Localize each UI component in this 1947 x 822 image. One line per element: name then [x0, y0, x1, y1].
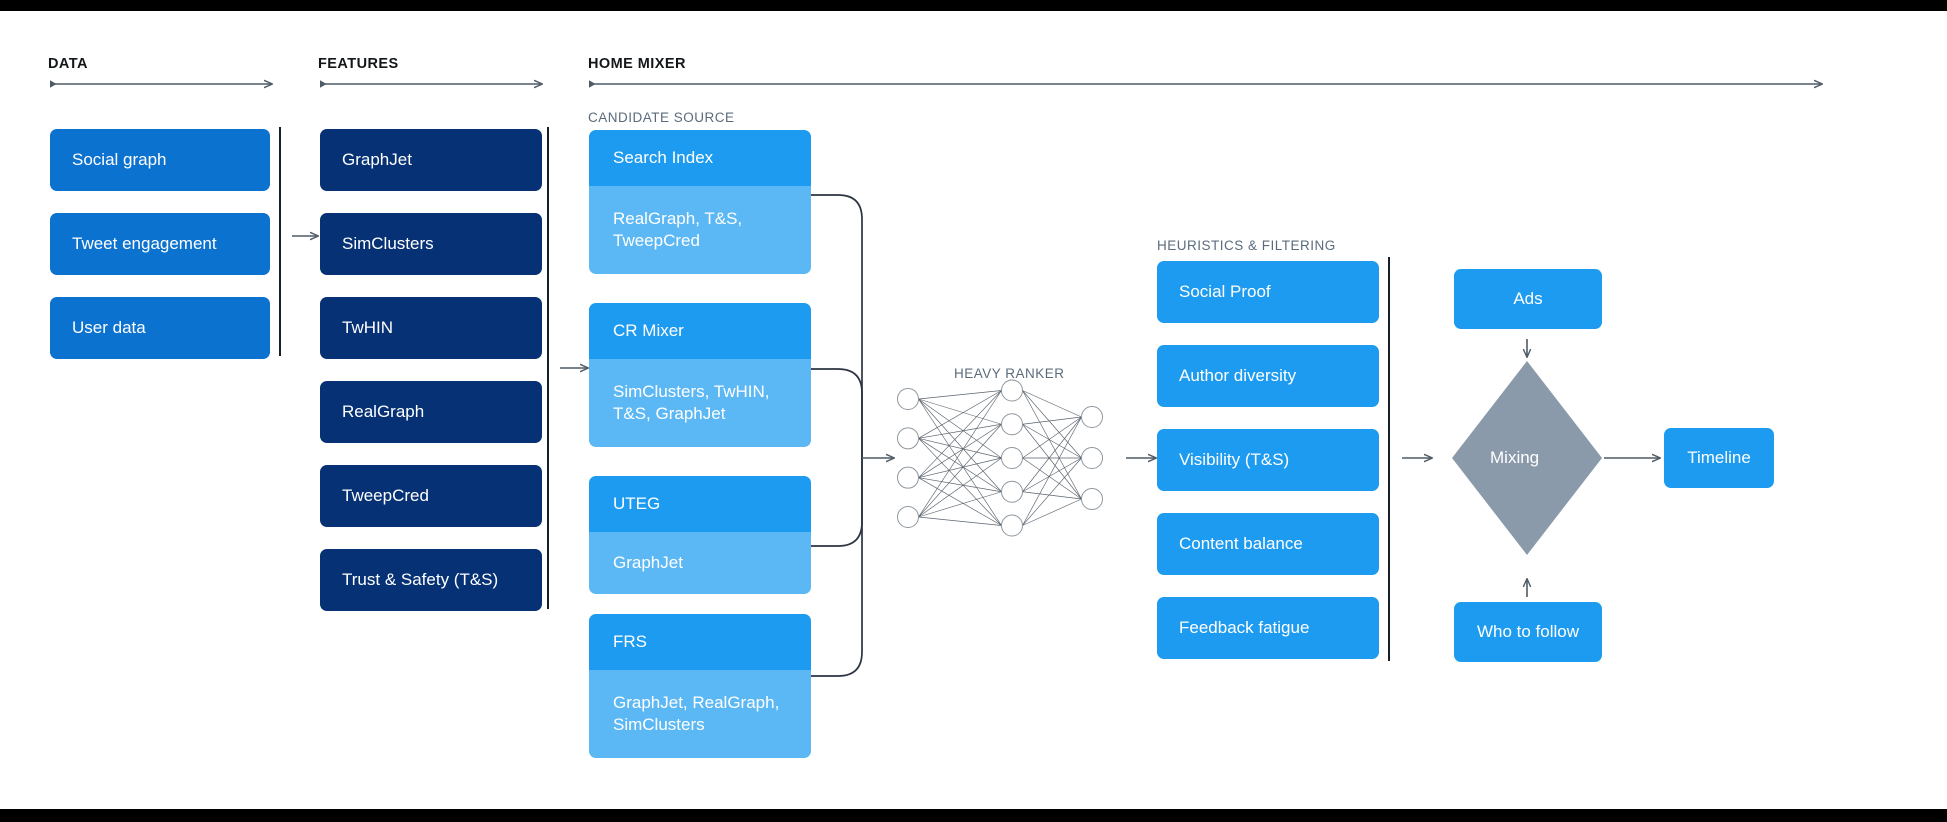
candidate-source-search-index[interactable]: Search Index RealGraph, T&S, TweepCred: [589, 130, 811, 274]
candidate-source-uteg[interactable]: UTEG GraphJet: [589, 476, 811, 594]
feature-box-trust-safety[interactable]: Trust & Safety (T&S): [320, 549, 542, 611]
heuristic-box-feedback-fatigue[interactable]: Feedback fatigue: [1157, 597, 1379, 659]
candidate-source-title: UTEG: [589, 476, 811, 532]
candidate-source-features: GraphJet, RealGraph, SimClusters: [589, 670, 811, 758]
section-title-home-mixer: HOME MIXER: [588, 56, 686, 72]
section-subtitle-candidate-source: CANDIDATE SOURCE: [588, 110, 735, 125]
mixing-label: Mixing: [1490, 448, 1540, 467]
connector-layer: [50, 11, 1947, 677]
data-box-user-data[interactable]: User data: [50, 297, 270, 359]
neural-node-l1-0: [1001, 379, 1023, 402]
section-subtitle-heuristics: HEURISTICS & FILTERING: [1157, 238, 1336, 253]
neural-node-l1-2: [1001, 447, 1023, 469]
neural-node-l2-2: [1081, 488, 1103, 510]
candidate-source-cr-mixer[interactable]: CR Mixer SimClusters, TwHIN, T&S, GraphJ…: [589, 303, 811, 447]
candidate-source-frs[interactable]: FRS GraphJet, RealGraph, SimClusters: [589, 614, 811, 758]
candidate-source-features: RealGraph, T&S, TweepCred: [589, 186, 811, 274]
neural-node-l1-1: [1001, 413, 1023, 436]
heuristic-box-visibility[interactable]: Visibility (T&S): [1157, 429, 1379, 491]
data-box-tweet-engagement[interactable]: Tweet engagement: [50, 213, 270, 275]
timeline-box[interactable]: Timeline: [1664, 428, 1774, 488]
section-title-data: DATA: [48, 56, 88, 72]
letterbox-bottom: [0, 809, 1947, 822]
neural-node-l0-1: [897, 427, 919, 450]
feature-box-realgraph[interactable]: RealGraph: [320, 381, 542, 443]
diagram-canvas: DATA FEATURES HOME MIXER CANDIDATE SOURC…: [0, 11, 1947, 809]
feature-box-simclusters[interactable]: SimClusters: [320, 213, 542, 275]
neural-node-l1-3: [1001, 480, 1023, 503]
neural-node-l0-3: [897, 506, 919, 528]
heuristic-box-content-balance[interactable]: Content balance: [1157, 513, 1379, 575]
section-subtitle-heavy-ranker: HEAVY RANKER: [954, 366, 1065, 381]
neural-node-l0-2: [897, 466, 919, 489]
section-title-features: FEATURES: [318, 56, 399, 72]
ads-box[interactable]: Ads: [1454, 269, 1602, 329]
neural-node-l1-4: [1001, 514, 1023, 537]
candidate-source-title: Search Index: [589, 130, 811, 186]
heuristic-box-social-proof[interactable]: Social Proof: [1157, 261, 1379, 323]
feature-box-tweepcred[interactable]: TweepCred: [320, 465, 542, 527]
candidate-source-title: FRS: [589, 614, 811, 670]
data-box-social-graph[interactable]: Social graph: [50, 129, 270, 191]
letterbox-top: [0, 0, 1947, 11]
neural-node-l2-1: [1081, 447, 1103, 469]
neural-node-l0-0: [897, 388, 919, 410]
candidate-source-features: GraphJet: [589, 532, 811, 594]
neural-node-l2-0: [1081, 406, 1103, 428]
who-to-follow-box[interactable]: Who to follow: [1454, 602, 1602, 662]
heuristic-box-author-diversity[interactable]: Author diversity: [1157, 345, 1379, 407]
feature-box-graphjet[interactable]: GraphJet: [320, 129, 542, 191]
candidate-source-features: SimClusters, TwHIN, T&S, GraphJet: [589, 359, 811, 447]
feature-box-twhin[interactable]: TwHIN: [320, 297, 542, 359]
candidate-source-title: CR Mixer: [589, 303, 811, 359]
